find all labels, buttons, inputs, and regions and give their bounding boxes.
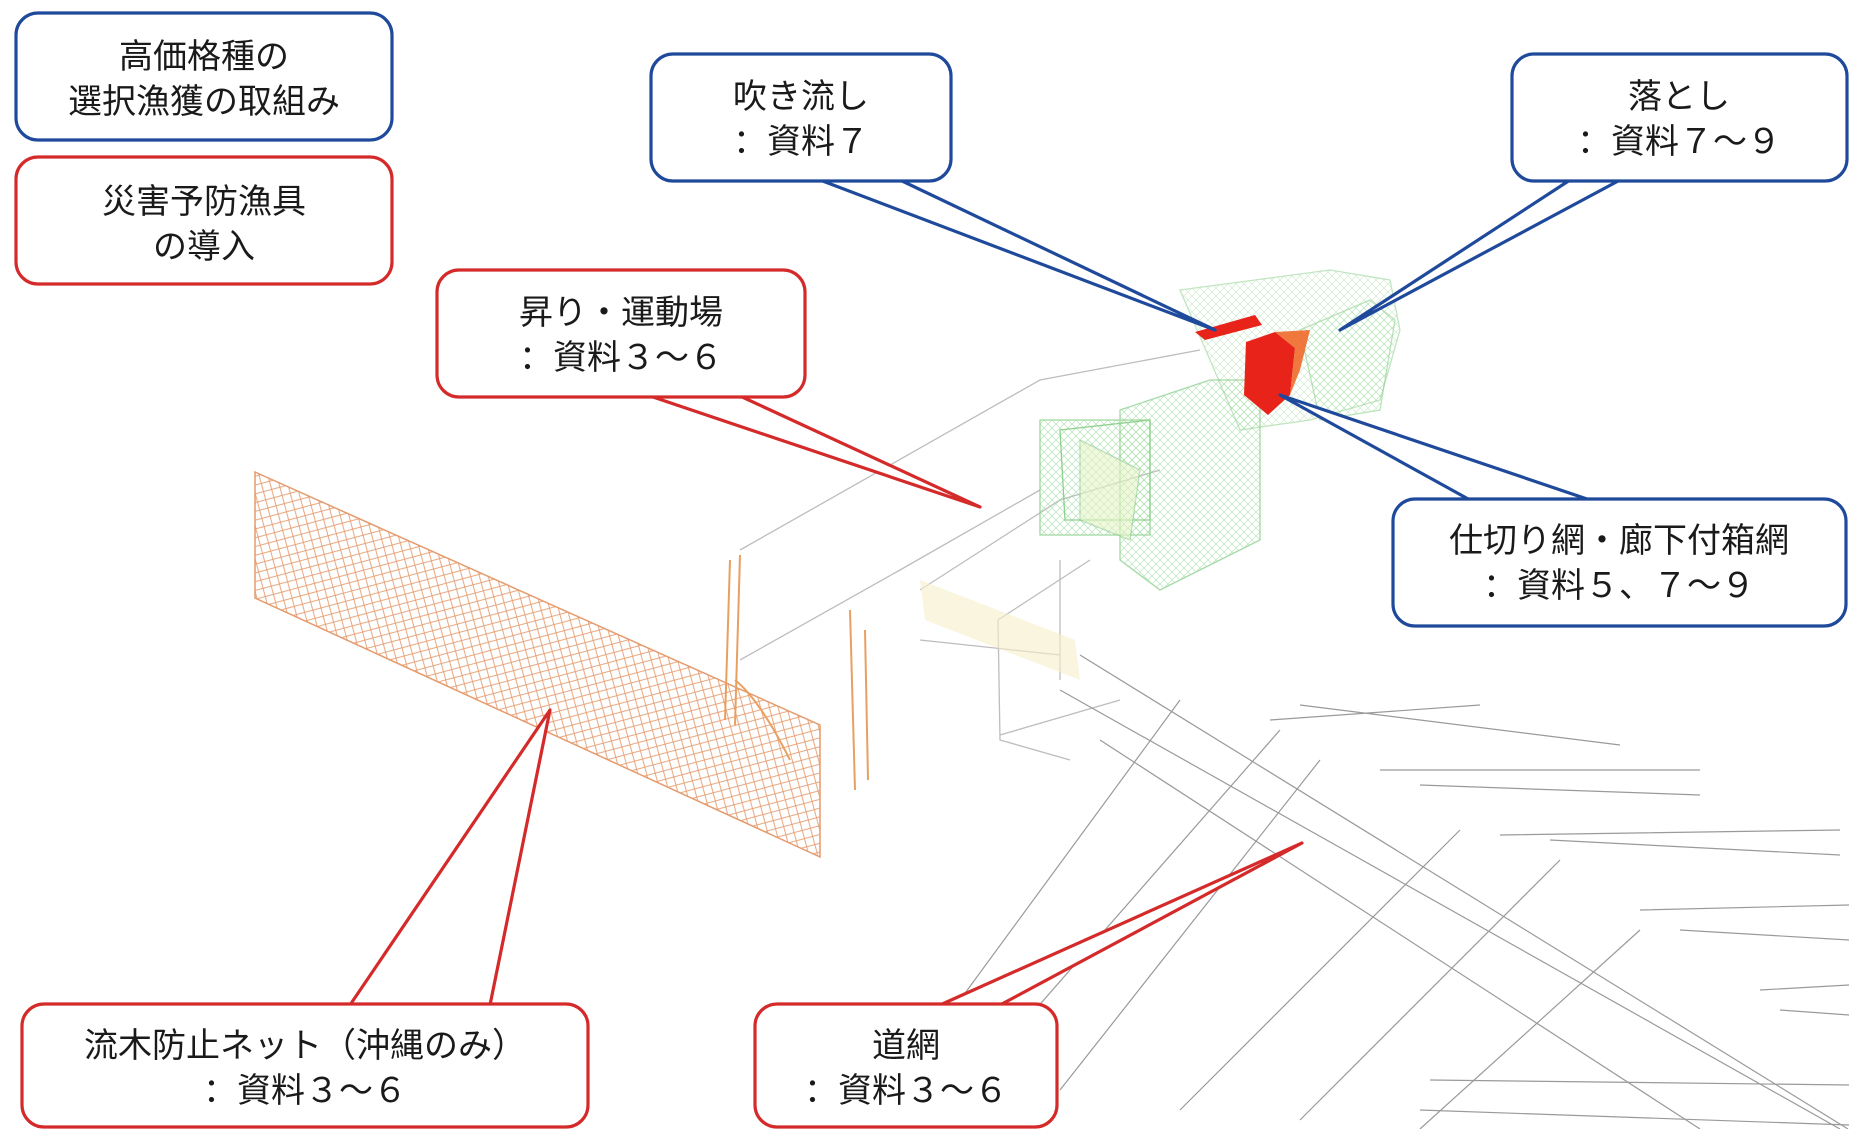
callout-michiami-line2: ：資料３～６ [804, 1071, 1008, 1111]
callout-fukinagashi: 吹き流し ：資料７ [649, 52, 953, 183]
callout-shikiri-line1: 仕切り網・廊下付箱網 [1449, 521, 1789, 561]
net-wireframe [254, 269, 1849, 1129]
pointer-otoshi [1338, 178, 1622, 332]
callout-nobori-line2: ：資料３～６ [519, 338, 723, 378]
callout-pointers [348, 178, 1622, 1007]
streamer-highlight [1195, 315, 1262, 340]
lead-net-lines [959, 654, 1849, 1129]
callout-fukinagashi-line2: ：資料７ [733, 122, 869, 162]
pointer-michiami [938, 841, 1304, 1007]
callout-nobori: 昇り・運動場 ：資料３～６ [435, 268, 807, 399]
legend-blue-line2: 選択漁獲の取組み [68, 82, 340, 122]
legend-blue: 高価格種の 選択漁獲の取組み [14, 11, 394, 142]
callout-otoshi-line2: ：資料７～９ [1577, 122, 1781, 162]
playground-panel [920, 580, 1080, 680]
pointer-ryuboku [348, 708, 552, 1007]
driftwood-net-panel [254, 470, 821, 859]
callout-otoshi-line1: 落とし [1628, 77, 1730, 117]
orange-net-strips [724, 554, 869, 791]
callout-nobori-line1: 昇り・運動場 [519, 293, 723, 333]
pointer-nobori [648, 394, 982, 509]
grey-frame-lines [739, 349, 1201, 761]
callout-ryuboku-line1: 流木防止ネット（沖縄のみ） [84, 1026, 526, 1066]
callout-shikiri: 仕切り網・廊下付箱網 ：資料５、７～９ [1391, 497, 1848, 628]
callout-shikiri-line2: ：資料５、７～９ [1483, 566, 1755, 606]
green-chambers [1039, 269, 1401, 591]
callout-ryuboku-line2: ：資料３～６ [203, 1071, 407, 1111]
pointer-fukinagashi [818, 178, 1217, 332]
legend-red: 災害予防漁具 の導入 [14, 155, 394, 286]
callout-michiami-line1: 道網 [872, 1026, 940, 1066]
callout-fukinagashi-line1: 吹き流し [733, 77, 869, 117]
callout-ryuboku: 流木防止ネット（沖縄のみ） ：資料３～６ [20, 1002, 590, 1129]
callout-michiami: 道網 ：資料３～６ [753, 1002, 1059, 1129]
legend-blue-line1: 高価格種の [119, 37, 289, 77]
legend-red-line2: の導入 [153, 227, 255, 267]
pointer-shikiri [1278, 393, 1592, 502]
legend-red-line1: 災害予防漁具 [102, 182, 306, 222]
callout-otoshi: 落とし ：資料７～９ [1510, 52, 1849, 183]
